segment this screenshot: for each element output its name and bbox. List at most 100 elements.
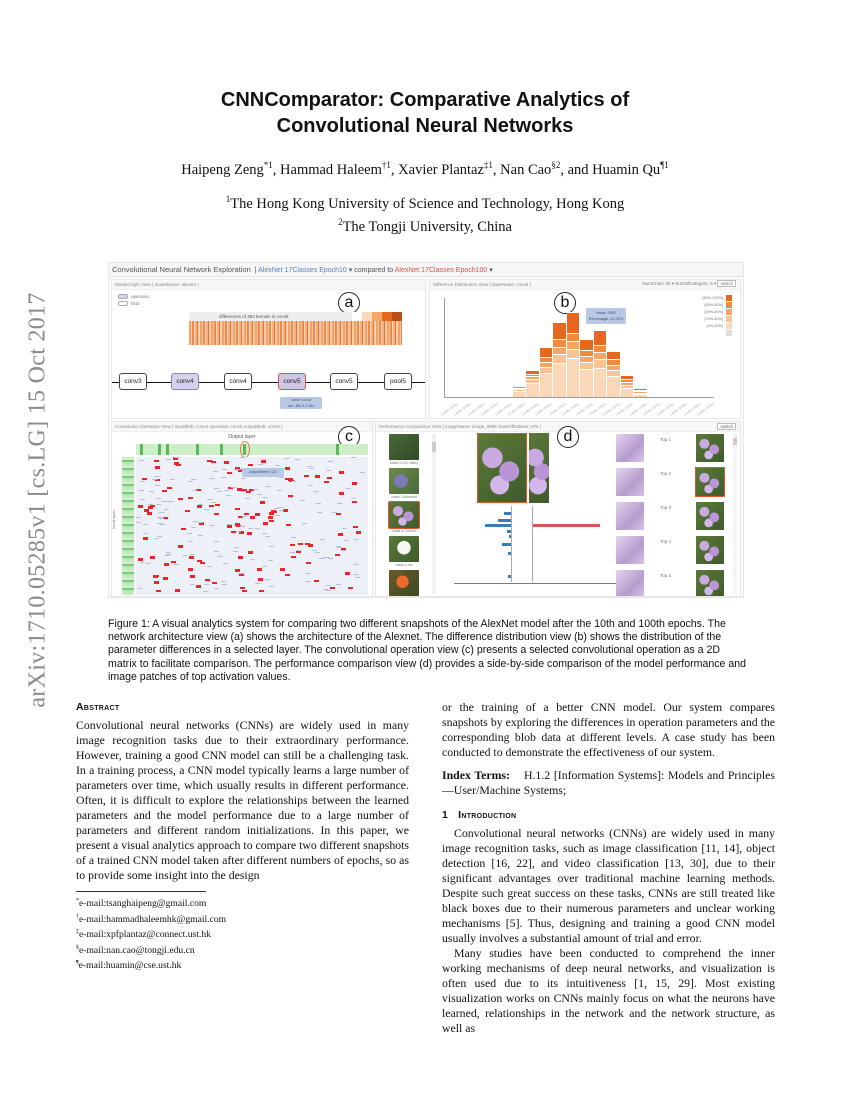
diff-cell	[257, 568, 263, 571]
weak-cell	[193, 520, 199, 522]
kernel-matrix[interactable]	[136, 457, 368, 595]
top-activation-row[interactable]: Top 4	[616, 536, 728, 564]
bar-segment	[553, 362, 566, 397]
graph-node[interactable]: conv3	[119, 373, 147, 390]
footnote-email[interactable]: e-mail:hammadhaleemhk@gmail.com	[79, 913, 227, 925]
input-kernel-bar[interactable]	[122, 457, 134, 595]
graph-node[interactable]: pool5	[384, 373, 412, 390]
stacked-bar[interactable]	[539, 347, 552, 397]
weak-cell	[136, 517, 141, 519]
stacked-bar[interactable]	[607, 350, 620, 397]
stacked-bar[interactable]	[472, 392, 485, 397]
top-activation-row[interactable]: Top 3	[616, 502, 728, 530]
class-item-selected[interactable]: class 4-Crocus	[384, 501, 424, 533]
stacked-bar[interactable]	[566, 312, 579, 397]
stacked-bar[interactable]	[647, 391, 660, 397]
weak-cell	[268, 545, 274, 547]
bar-segment	[580, 349, 593, 356]
stacked-bar[interactable]	[445, 392, 458, 397]
footnote-email[interactable]: e-mail:huamin@cse.ust.hk	[78, 960, 182, 972]
performance-comparison-view: Performance Comparison View ( imageName:…	[375, 421, 741, 597]
author-mark: ‡1	[483, 160, 493, 170]
bar-segment	[485, 392, 498, 393]
bar-segment	[539, 356, 552, 362]
graph-node-selected[interactable]: conv5	[278, 373, 306, 390]
footnote-email[interactable]: e-mail:tsanghaipeng@gmail.com	[79, 898, 207, 910]
num-chart-select[interactable]: 20 ▾	[665, 281, 674, 286]
title-line-1: CNNComparator: Comparative Analytics of	[220, 89, 630, 111]
top-activation-row[interactable]: Top 1	[616, 434, 728, 462]
diff-cell	[338, 492, 344, 495]
stacked-bar[interactable]	[688, 392, 701, 397]
diff-cell	[261, 460, 267, 463]
class-item[interactable]: class 3-Bluebell	[384, 468, 424, 499]
switch-button[interactable]: switch	[717, 280, 736, 287]
layer-chain: conv3 conv4 conv4 conv5 conv5 pool5	[112, 370, 425, 394]
class-item[interactable]: class 2-Lily Valley	[384, 434, 424, 465]
image-preview	[529, 433, 549, 503]
author-mark: ¶1	[660, 160, 669, 170]
weak-cell	[346, 487, 352, 489]
stacked-bar[interactable]	[458, 392, 471, 397]
bar-segment	[566, 340, 579, 349]
diff-cell	[164, 563, 170, 566]
diff-cell	[244, 512, 250, 516]
bar-segment	[445, 394, 458, 395]
y-axis	[444, 298, 445, 398]
model-a-select[interactable]: AlexNet 17Classes Epoch10	[258, 267, 347, 274]
weak-cell	[214, 551, 220, 553]
bar-segment	[485, 396, 498, 397]
switch-button[interactable]: switch	[717, 423, 736, 430]
bar-segment	[499, 395, 512, 397]
class-item[interactable]: class 6-Tigerlily	[384, 570, 424, 596]
stacked-bar[interactable]	[526, 369, 539, 397]
diff-cell	[245, 490, 251, 494]
stacked-bar[interactable]	[593, 329, 606, 397]
weak-cell	[290, 551, 296, 553]
graph-node[interactable]: conv4	[171, 373, 199, 390]
graph-node[interactable]: conv5	[330, 373, 358, 390]
class-thumbnail	[389, 570, 419, 596]
bar-segment	[647, 395, 660, 397]
model-b-select[interactable]: AlexNet 17Classes Epoch100	[394, 267, 488, 274]
weak-cell	[213, 488, 219, 490]
diff-cell	[307, 544, 313, 547]
stacked-bar[interactable]	[485, 392, 498, 397]
stacked-bar[interactable]	[499, 391, 512, 397]
tooltip-line: dim: 384-3-3-384	[287, 404, 315, 408]
stacked-bar[interactable]	[634, 388, 647, 397]
diff-cell	[149, 556, 155, 559]
stacked-bar[interactable]	[674, 392, 687, 397]
weak-cell	[295, 458, 301, 460]
footnote-email[interactable]: e-mail:xpfplantaz@connect.ust.hk	[79, 929, 211, 941]
bar-segment	[458, 394, 471, 395]
graph-node[interactable]: conv4	[224, 373, 252, 390]
stacked-bar[interactable]	[580, 339, 593, 397]
class-item[interactable]: class 5-Iris	[384, 536, 424, 567]
top-label: Top 5	[660, 573, 672, 578]
top-list-scrollbar[interactable]	[733, 434, 737, 594]
footnote-email[interactable]: e-mail:nan.cao@tongji.edu.cn	[79, 944, 195, 956]
top-activation-row[interactable]: Top 5	[616, 570, 728, 596]
weak-cell	[221, 469, 227, 471]
weak-cell	[326, 590, 332, 592]
bar-segment	[593, 344, 606, 352]
kernel-stripes[interactable]	[189, 321, 402, 345]
stacked-bar[interactable]	[620, 374, 633, 397]
abstract-text: Convolutional neural networks (CNNs) are…	[76, 718, 409, 882]
diff-cell	[153, 575, 159, 578]
stacked-bar[interactable]	[512, 384, 525, 397]
footnote: *e-mail:tsanghaipeng@gmail.com	[76, 895, 409, 911]
output-kernel-bar[interactable]	[136, 444, 368, 455]
bar-segment	[512, 389, 525, 392]
diff-cell	[174, 462, 180, 465]
bar-segment	[485, 395, 498, 396]
stacked-bar[interactable]	[701, 392, 714, 397]
stacked-bar[interactable]	[661, 392, 674, 397]
weak-cell	[262, 566, 268, 568]
class-thumbnail	[389, 468, 419, 494]
stacked-bar[interactable]	[553, 322, 566, 397]
class-list-scrollbar[interactable]	[432, 434, 436, 594]
num-category-select[interactable]: 5 ▾	[710, 281, 717, 286]
top-activation-row[interactable]: Top 2	[616, 467, 728, 497]
